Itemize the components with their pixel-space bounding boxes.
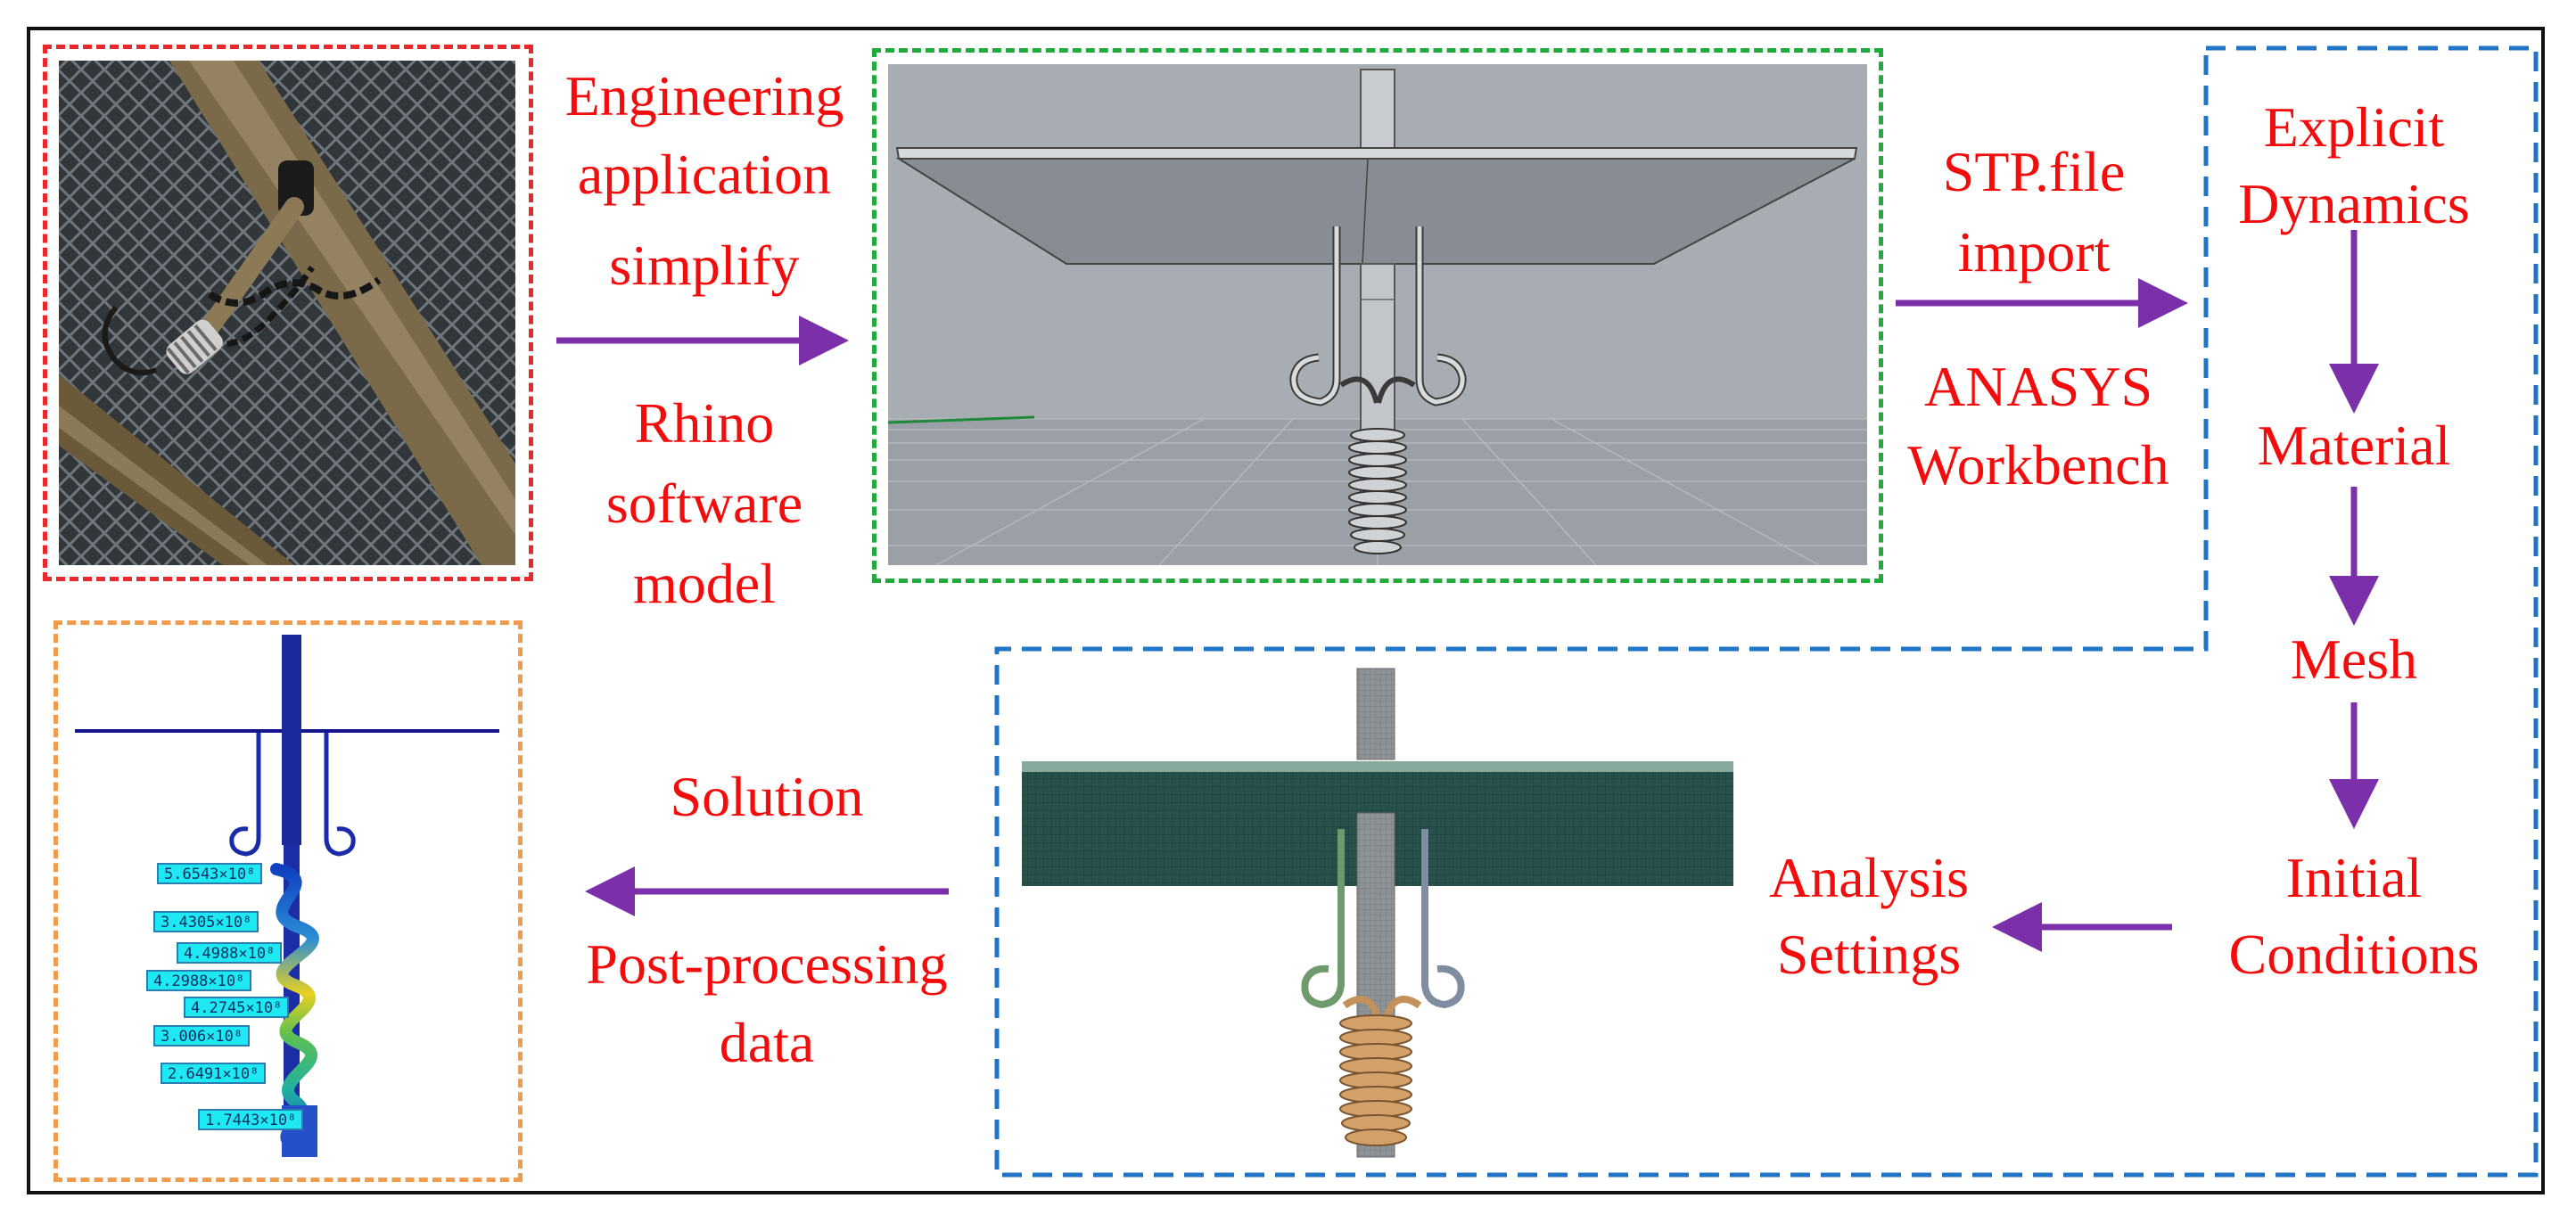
label-stp-file-import: STP.file import bbox=[1942, 140, 2126, 283]
photo-box bbox=[43, 45, 533, 581]
stress-tag: 1.7443×10⁸ bbox=[198, 1109, 304, 1130]
rhino-model-box bbox=[872, 48, 1883, 583]
engineering-photo bbox=[59, 61, 515, 565]
label-engineering-application: Engineering application bbox=[564, 64, 844, 206]
stress-tag: 4.2988×10⁸ bbox=[146, 970, 252, 991]
stress-tag: 3.4305×10⁸ bbox=[153, 911, 259, 932]
stress-tag: 2.6491×10⁸ bbox=[160, 1063, 267, 1084]
label-post-processing-data: Post-processing data bbox=[586, 932, 948, 1074]
workbench-mesh-model bbox=[1022, 668, 1733, 1158]
label-initial-conditions: Initial Conditions bbox=[2228, 846, 2480, 986]
label-ansys-workbench: ANASYS Workbench bbox=[1907, 355, 2169, 497]
stress-tag: 4.2745×10⁸ bbox=[184, 997, 290, 1018]
label-analysis-settings: Analysis Settings bbox=[1769, 846, 1969, 986]
stress-tag: 4.4988×10⁸ bbox=[177, 942, 283, 964]
post-processing-box bbox=[53, 620, 523, 1182]
label-simplify: simplify bbox=[609, 234, 800, 297]
stress-result-model bbox=[64, 629, 514, 1175]
label-mesh: Mesh bbox=[2290, 628, 2418, 691]
outer-frame bbox=[27, 27, 2545, 1194]
stress-tag: 3.006×10⁸ bbox=[153, 1025, 251, 1047]
workbench-outline bbox=[994, 45, 2539, 1178]
label-explicit-dynamics: Explicit Dynamics bbox=[2238, 95, 2470, 235]
stress-tag: 5.6543×10⁸ bbox=[157, 863, 263, 884]
label-rhino-software-model: Rhino software model bbox=[605, 391, 803, 615]
flow-arrows bbox=[556, 230, 2379, 952]
rhino-model bbox=[887, 64, 1867, 566]
label-solution: Solution bbox=[670, 765, 864, 828]
label-material: Material bbox=[2257, 414, 2451, 477]
